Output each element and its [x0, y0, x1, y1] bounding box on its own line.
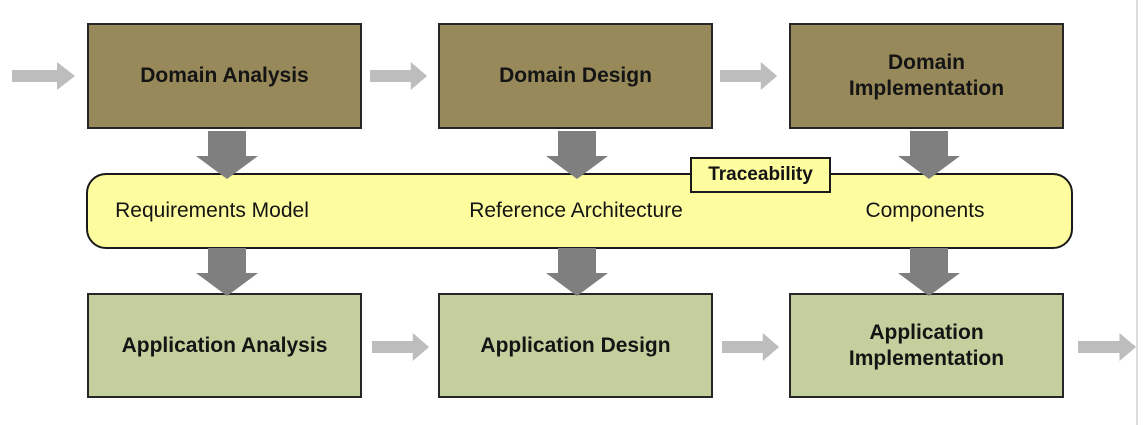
application-design-label: Application Design	[480, 333, 671, 357]
flow-arrow-right-icon	[12, 62, 75, 90]
flow-arrow-down-icon	[196, 131, 258, 179]
flow-arrow-right-icon	[1078, 333, 1137, 361]
traceability-tag-label: Traceability	[708, 164, 813, 185]
band-artifact-components: Components	[865, 199, 985, 222]
application-implementation-box: Application Implementation	[789, 293, 1064, 398]
flow-arrow-down-icon	[546, 248, 608, 296]
domain-design-label: Domain Design	[499, 64, 652, 87]
traceability-tag: Traceability	[690, 157, 831, 193]
application-design-box: Application Design	[438, 293, 713, 398]
application-implementation-label: Application Implementation	[848, 320, 1005, 370]
domain-analysis-box: Domain Analysis	[87, 23, 362, 129]
flow-arrow-right-icon	[370, 62, 428, 90]
application-analysis-box: Application Analysis	[87, 293, 362, 398]
domain-implementation-box: Domain Implementation	[789, 23, 1064, 129]
page-edge-line	[1136, 0, 1138, 425]
band-artifact-requirements-model: Requirements Model	[115, 199, 309, 222]
flow-arrow-right-icon	[722, 333, 780, 361]
flow-arrow-down-icon	[898, 131, 960, 179]
domain-implementation-label: Domain Implementation	[848, 51, 1005, 100]
flow-arrow-right-icon	[720, 62, 778, 90]
flow-arrow-right-icon	[372, 333, 430, 361]
flow-arrow-down-icon	[898, 248, 960, 296]
domain-design-box: Domain Design	[438, 23, 713, 129]
band-artifact-reference-architecture: Reference Architecture	[469, 199, 683, 222]
domain-analysis-label: Domain Analysis	[140, 64, 309, 87]
flow-arrow-down-icon	[546, 131, 608, 179]
application-analysis-label: Application Analysis	[121, 333, 328, 357]
flow-arrow-down-icon	[196, 248, 258, 296]
